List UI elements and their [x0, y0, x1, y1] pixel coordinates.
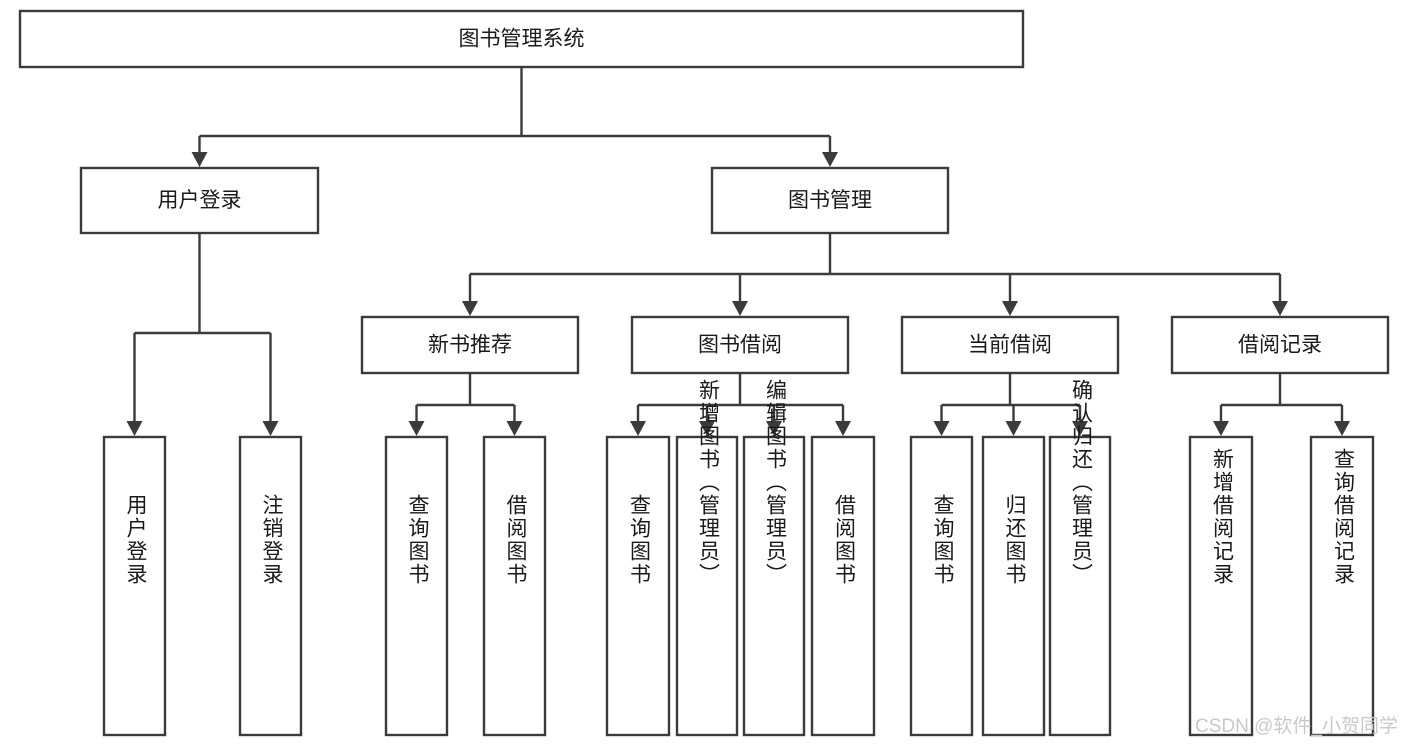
arrow-head-icon: [835, 421, 851, 436]
node-lf4[interactable]: 借阅图书: [482, 435, 547, 737]
node-l3c[interactable]: 当前借阅: [900, 315, 1120, 375]
node-lf11[interactable]: 确认归还（管理员）: [1048, 379, 1112, 737]
node-box[interactable]: [1309, 435, 1375, 737]
node-lf12[interactable]: 新增借阅记录: [1188, 435, 1254, 737]
node-box[interactable]: [482, 435, 547, 737]
node-box[interactable]: [900, 315, 1120, 375]
node-label: 查询图书: [931, 494, 955, 586]
node-box[interactable]: [1170, 315, 1390, 375]
node-l2a[interactable]: 用户登录: [79, 166, 320, 235]
node-label: 用户登录: [124, 494, 148, 586]
node-l3a[interactable]: 新书推荐: [360, 315, 580, 375]
arrow-head-icon: [506, 421, 523, 436]
connector-group-l3b: [630, 373, 851, 436]
node-lf3[interactable]: 查询图书: [384, 435, 449, 737]
arrow-head-icon: [1002, 301, 1018, 316]
node-box[interactable]: [384, 435, 449, 737]
node-label: 确认归还（管理员）: [1069, 379, 1093, 586]
node-box[interactable]: [1188, 435, 1254, 737]
node-l3b[interactable]: 图书借阅: [630, 315, 850, 375]
arrow-head-icon: [191, 152, 208, 167]
node-label: 新增借阅记录: [1210, 448, 1234, 586]
node-box[interactable]: [810, 435, 876, 737]
node-label: 图书借阅: [698, 334, 782, 357]
node-box[interactable]: [1048, 435, 1112, 737]
node-label: 用户登录: [158, 189, 242, 212]
node-label: 借阅图书: [504, 494, 528, 586]
arrow-head-icon: [630, 421, 646, 436]
node-lf1[interactable]: 用户登录: [102, 435, 167, 737]
node-root[interactable]: 图书管理系统: [18, 9, 1025, 69]
arrow-head-icon: [126, 421, 143, 436]
node-label: 借阅记录: [1238, 334, 1322, 357]
node-label: 归还图书: [1003, 494, 1027, 586]
connector-layer: [126, 67, 1350, 436]
arrow-head-icon: [822, 152, 838, 167]
node-label: 新增图书（管理员）: [696, 379, 720, 586]
node-l3d[interactable]: 借阅记录: [1170, 315, 1390, 375]
connector-group-l2a: [126, 233, 279, 436]
connector-group-root: [191, 67, 838, 167]
node-label: 查询借阅记录: [1331, 448, 1355, 586]
arrow-head-icon: [262, 421, 279, 436]
node-label: 当前借阅: [968, 334, 1052, 357]
node-lf13[interactable]: 查询借阅记录: [1309, 435, 1375, 737]
arrow-head-icon: [732, 301, 748, 316]
node-lf6[interactable]: 新增图书（管理员）: [675, 379, 739, 737]
node-box[interactable]: [605, 435, 671, 737]
node-lf8[interactable]: 借阅图书: [810, 435, 876, 737]
node-box[interactable]: [238, 435, 303, 737]
node-box[interactable]: [630, 315, 850, 375]
node-box[interactable]: [710, 166, 950, 235]
node-label: 图书管理系统: [459, 28, 585, 51]
csdn-watermark: CSDN @软件_小贺同学: [1195, 715, 1398, 737]
arrow-head-icon: [1272, 301, 1288, 316]
node-label: 图书管理: [788, 189, 872, 212]
node-box[interactable]: [675, 435, 739, 737]
node-box[interactable]: [981, 435, 1046, 737]
node-label: 注销登录: [260, 494, 284, 586]
node-box[interactable]: [79, 166, 320, 235]
node-box[interactable]: [102, 435, 167, 737]
node-lf10[interactable]: 归还图书: [981, 435, 1046, 737]
arrow-head-icon: [1072, 421, 1088, 436]
node-label: 新书推荐: [428, 334, 512, 357]
connector-group-l3d: [1213, 373, 1350, 436]
arrow-head-icon: [1213, 421, 1229, 436]
node-label: 查询图书: [627, 494, 651, 586]
node-lf7[interactable]: 编辑图书（管理员）: [742, 379, 806, 737]
node-label: 借阅图书: [832, 494, 856, 586]
node-label: 编辑图书（管理员）: [763, 379, 787, 586]
arrow-head-icon: [1334, 421, 1350, 436]
node-box[interactable]: [360, 315, 580, 375]
node-l2b[interactable]: 图书管理: [710, 166, 950, 235]
connector-group-l3a: [408, 373, 523, 436]
node-box[interactable]: [742, 435, 806, 737]
arrow-head-icon: [462, 301, 478, 316]
arrow-head-icon: [1005, 421, 1022, 436]
arrow-head-icon: [408, 421, 425, 436]
node-lf2[interactable]: 注销登录: [238, 435, 303, 737]
node-layer: 图书管理系统用户登录图书管理新书推荐图书借阅当前借阅借阅记录用户登录注销登录查询…: [18, 9, 1390, 737]
arrow-head-icon: [766, 421, 782, 436]
node-label: 查询图书: [406, 494, 430, 586]
arrow-head-icon: [933, 421, 950, 436]
connector-group-l3c: [933, 373, 1088, 436]
node-box[interactable]: [18, 9, 1025, 69]
node-lf9[interactable]: 查询图书: [909, 435, 974, 737]
connector-group-l2b: [462, 233, 1288, 316]
node-lf5[interactable]: 查询图书: [605, 435, 671, 737]
arrow-head-icon: [699, 421, 715, 436]
node-box[interactable]: [909, 435, 974, 737]
